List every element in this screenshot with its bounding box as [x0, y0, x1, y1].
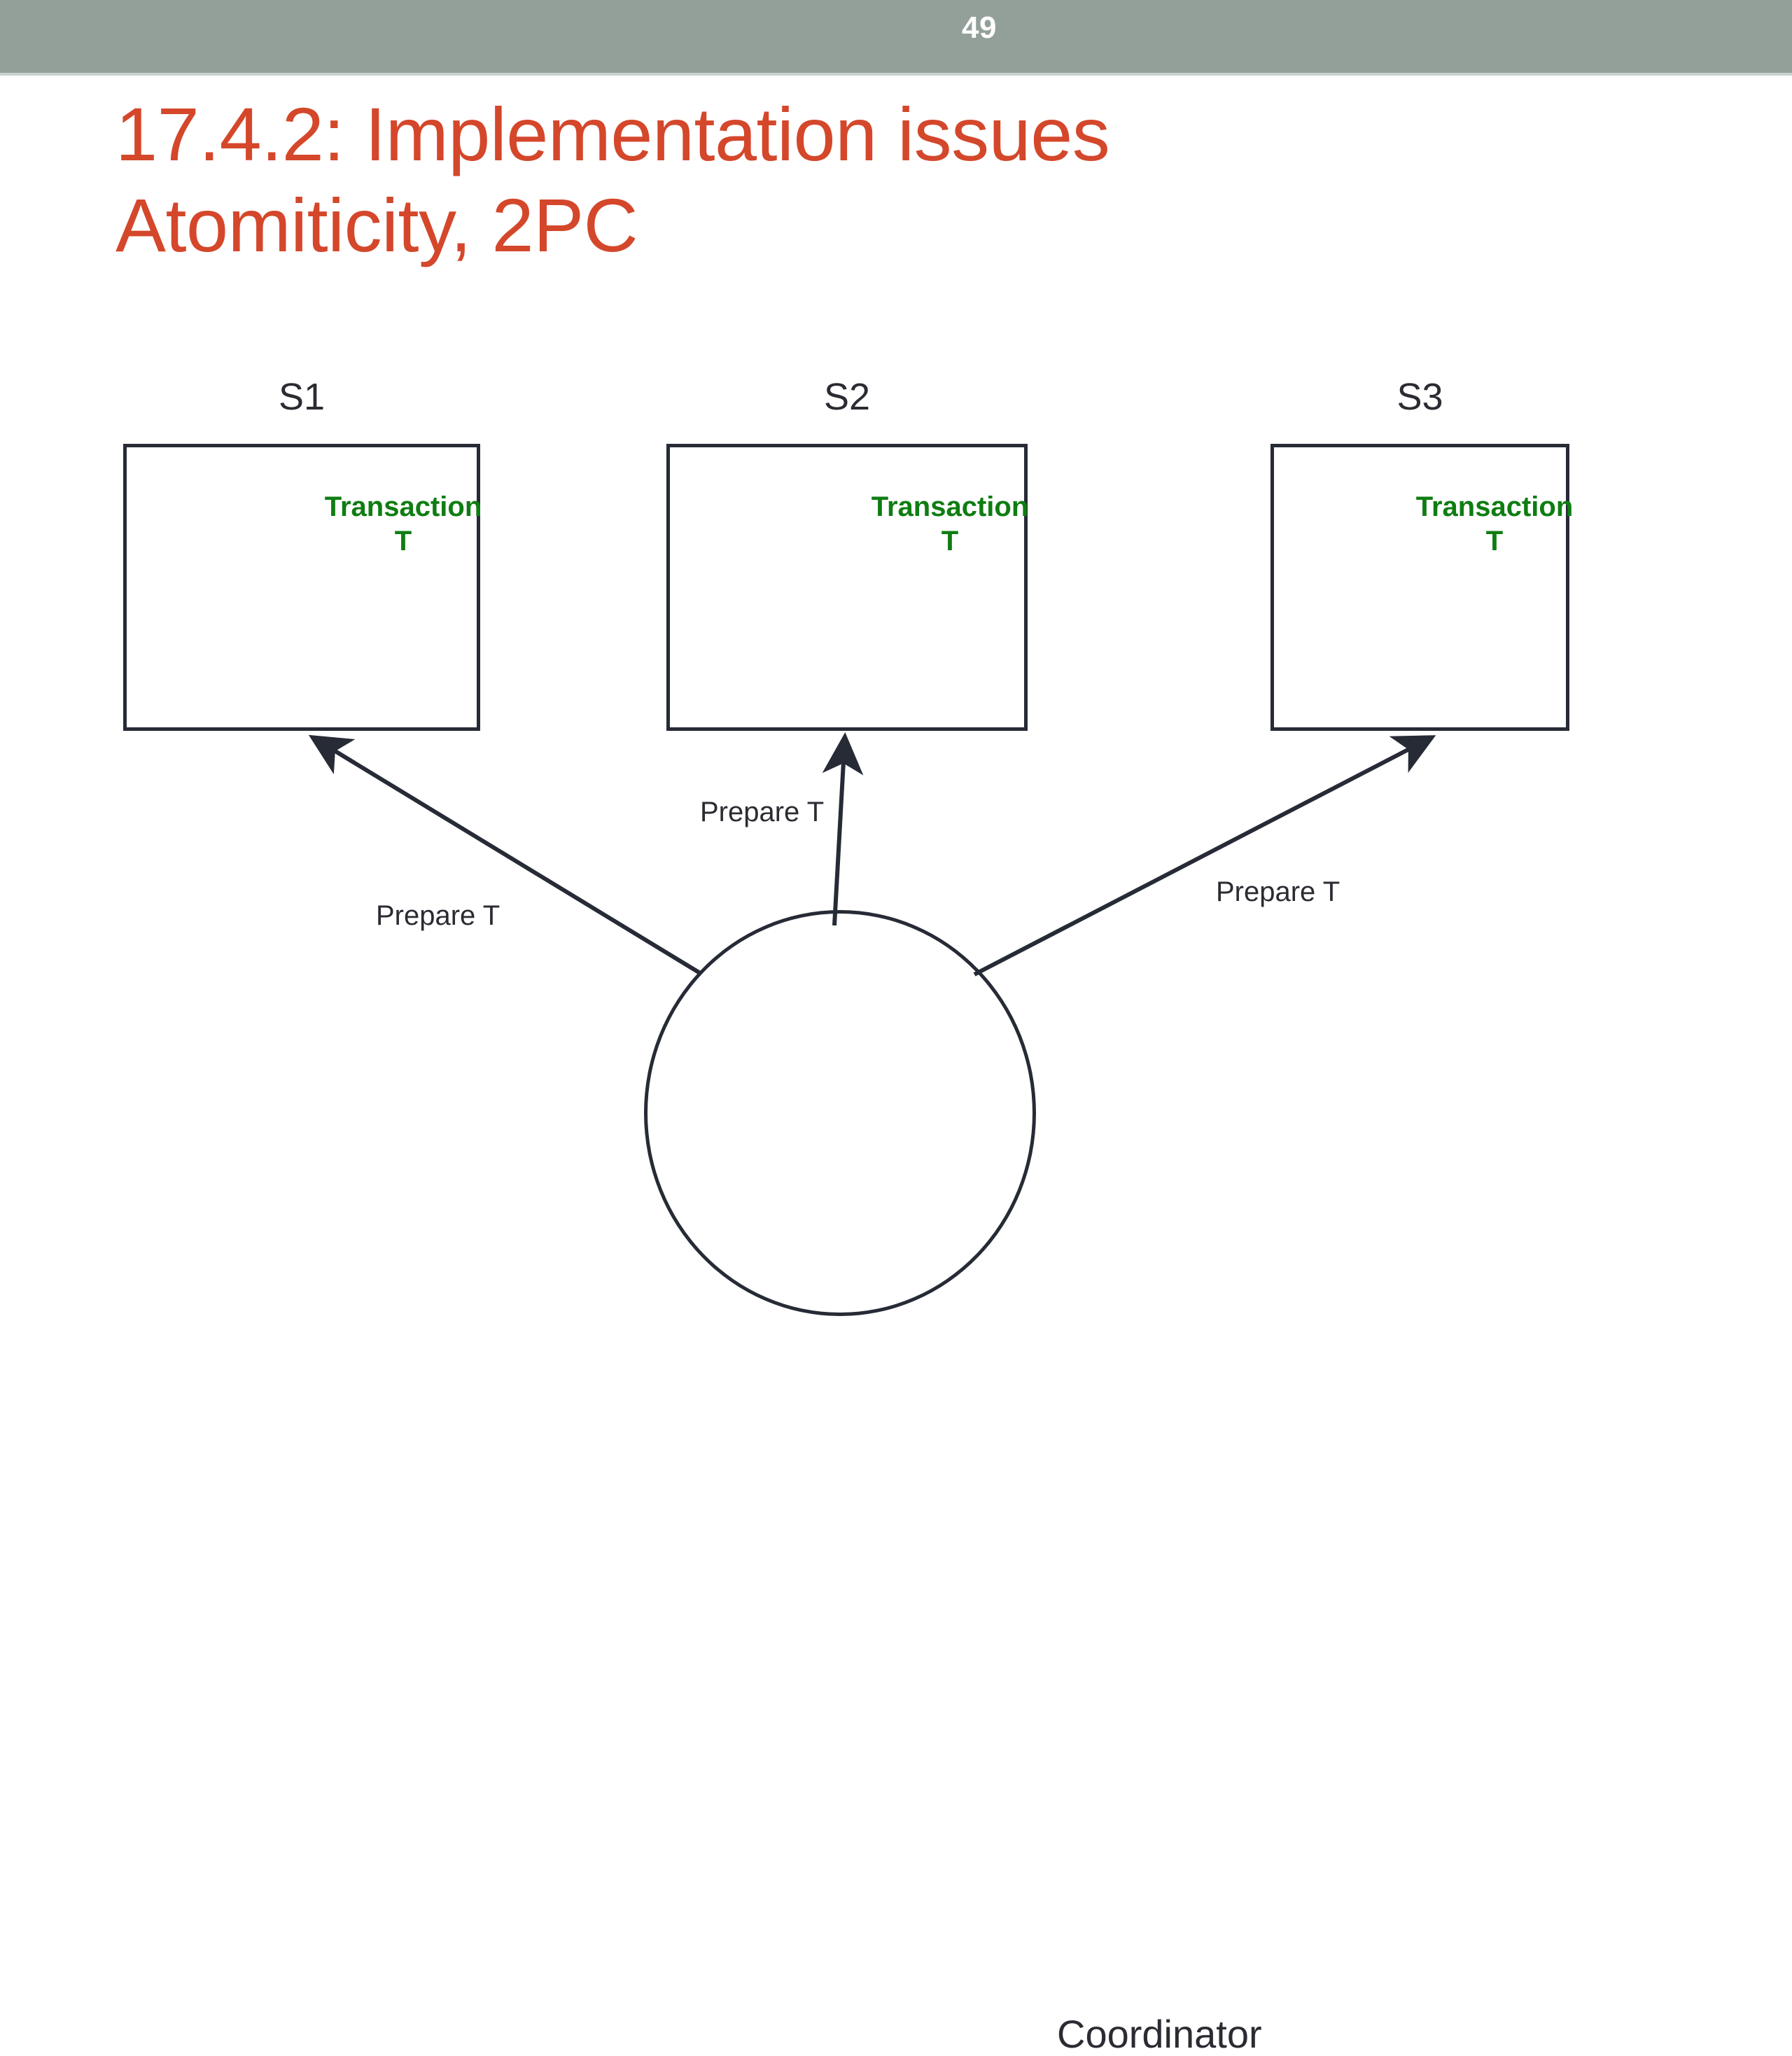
coordinator-node: Coordinator [644, 910, 1262, 2054]
coordinator-label: Coordinator [1057, 2012, 1262, 2056]
page-title-line-1: 17.4.2: Implementation issues [115, 92, 1110, 176]
connector-coordinator-to-s1 [308, 734, 701, 975]
slide-number: 49 [962, 11, 997, 45]
server-caption-s2: S2 [823, 376, 871, 418]
server-box-s2 [666, 444, 1028, 731]
transaction-label-s3-line-1: Transaction [1415, 491, 1574, 522]
transaction-label-s3-line-2: T [1485, 525, 1504, 557]
edge-label-prepare-t-s2: Prepare T [700, 797, 825, 827]
connector-coordinator-to-s2 [822, 732, 864, 926]
server-box-s3 [1270, 444, 1569, 731]
page-title-line-2: Atomiticity, 2PC [115, 183, 638, 267]
transaction-label-s3: Transaction T [1390, 490, 1600, 559]
transaction-label-s2: Transaction T [845, 490, 1055, 559]
coordinator-circle [644, 910, 1036, 1316]
slide-header-underline [0, 73, 1792, 76]
server-box-s1 [123, 444, 480, 731]
edge-label-prepare-t-s3: Prepare T [1216, 876, 1340, 907]
page-title: 17.4.2: Implementation issues Atomiticit… [115, 97, 1586, 263]
server-caption-s3: S3 [1396, 376, 1443, 418]
transaction-label-s1-line-2: T [394, 525, 412, 557]
transaction-label-s1: Transaction T [298, 490, 508, 559]
diagram-connectors [308, 732, 1436, 977]
slide-header-bar [0, 0, 1792, 73]
transaction-label-s1-line-1: Transaction [324, 491, 482, 522]
connector-coordinator-to-s3 [973, 735, 1436, 977]
edge-label-prepare-t-s1: Prepare T [376, 900, 500, 931]
two-phase-commit-diagram: S1 Transaction T S2 Transaction T S3 Tra… [123, 376, 1600, 2054]
transaction-label-s2-line-1: Transaction [871, 491, 1029, 522]
server-caption-s1: S1 [278, 376, 326, 418]
transaction-label-s2-line-2: T [941, 525, 959, 557]
